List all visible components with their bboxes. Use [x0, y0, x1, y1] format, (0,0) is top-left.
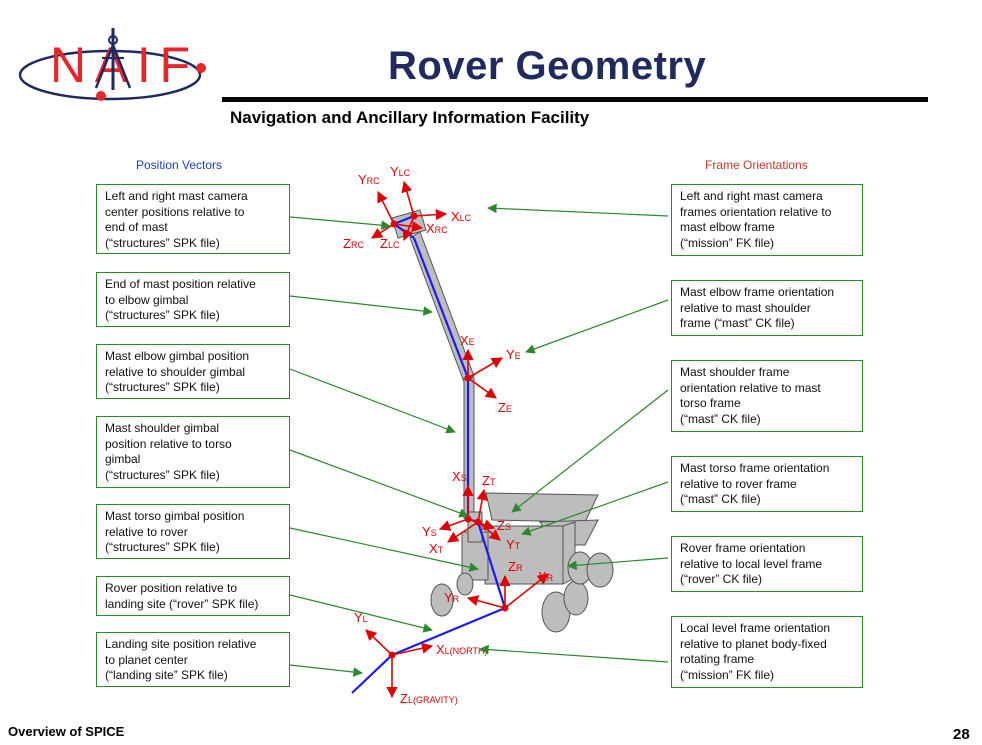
vector-landing-to-planet	[351, 654, 393, 694]
left-box-elbow-gimbal: Mast elbow gimbal position relative to s…	[96, 344, 290, 399]
axis-labels: YRC YLC XLC XRC ZRC ZLC XE YE ZE XS ZT Z…	[343, 164, 554, 706]
label-x-e: XE	[460, 333, 475, 348]
label-y-lc: YLC	[390, 164, 411, 179]
pointer-left-7	[289, 664, 363, 677]
origin-elbow	[464, 374, 472, 382]
label-y-s: YS	[422, 524, 437, 539]
label-z-lc: ZLC	[380, 236, 400, 251]
label-y-r: YR	[444, 590, 460, 605]
logo-compass-top	[108, 35, 118, 45]
pointer-left-6	[289, 594, 433, 633]
pointer-left-4	[289, 449, 469, 518]
vector-mast-end-to-elbow	[412, 237, 470, 379]
label-x-l: XL(NORTH)	[436, 642, 488, 657]
right-column-heading: Frame Orientations	[705, 158, 808, 172]
origin-torso	[474, 518, 482, 526]
origin-right-camera	[390, 220, 398, 228]
left-box-rover-position: Rover position relative to landing site …	[96, 576, 290, 616]
label-y-e: YE	[506, 347, 521, 362]
axis-y-r	[466, 595, 506, 609]
right-box-torso-frame: Mast torso frame orientation relative to…	[671, 456, 863, 512]
page-subtitle: Navigation and Ancillary Information Fac…	[230, 108, 590, 127]
label-z-e: ZE	[498, 400, 512, 415]
rover-wheel-2	[456, 572, 474, 596]
pointer-right-2	[525, 299, 669, 354]
origin-shoulder	[464, 515, 472, 523]
label-z-s: ZS	[497, 518, 511, 533]
axis-x-r	[504, 573, 549, 609]
frame-origins	[388, 212, 509, 659]
pointer-left-2	[289, 295, 433, 316]
pointer-arrows	[289, 203, 669, 677]
label-z-t: ZT	[482, 473, 496, 488]
axis-x-t	[447, 521, 479, 543]
axis-z-t	[476, 488, 488, 523]
left-box-torso-gimbal: Mast torso gimbal position relative to r…	[96, 504, 290, 559]
rover-wheel-6	[586, 552, 614, 588]
pointer-right-5	[567, 557, 669, 571]
left-column-heading: Position Vectors	[136, 158, 223, 172]
axis-y-lc	[401, 180, 415, 217]
label-z-rc: ZRC	[343, 236, 364, 251]
axis-y-l	[365, 629, 393, 656]
label-z-r: ZR	[508, 559, 523, 574]
label-x-s: XS	[452, 469, 467, 484]
logo-planet-dot-bottom	[96, 91, 106, 101]
pointer-right-4	[521, 481, 669, 536]
naif-logo: NAIF	[18, 28, 206, 101]
label-x-r: XR	[538, 569, 554, 584]
axis-z-e	[467, 377, 497, 399]
pointer-right-6	[479, 644, 669, 663]
pointer-left-5	[289, 527, 479, 572]
origin-left-camera	[410, 212, 418, 220]
page-title: Rover Geometry	[388, 44, 707, 88]
left-box-camera-positions: Left and right mast camera center positi…	[96, 184, 290, 254]
logo-planet-dot-right	[196, 63, 206, 73]
label-y-t: YT	[506, 537, 521, 552]
vector-rover-to-landing	[391, 606, 506, 657]
logo-compass-leg-left	[94, 44, 115, 89]
logo-compass-leg-right	[111, 44, 132, 89]
axis-y-s	[438, 518, 469, 531]
axis-z-lc	[402, 215, 415, 242]
pointer-left-3	[289, 368, 456, 434]
origin-landing-site	[388, 651, 396, 659]
pointer-right-3	[511, 389, 669, 513]
axis-x-lc	[413, 209, 448, 221]
right-box-rover-frame: Rover frame orientation relative to loca…	[671, 536, 863, 592]
right-box-shoulder-frame: Mast shoulder frame orientation relative…	[671, 360, 863, 432]
axis-x-rc	[393, 221, 424, 233]
left-box-mast-end: End of mast position relative to elbow g…	[96, 272, 290, 327]
pointer-right-1	[487, 203, 669, 217]
label-x-rc: XRC	[426, 221, 448, 236]
origin-rover	[501, 604, 509, 612]
axis-y-t	[477, 521, 501, 541]
right-box-elbow-frame: Mast elbow frame orientation relative to…	[671, 280, 863, 336]
frame-axes	[365, 180, 549, 699]
vector-torso-to-rover	[476, 521, 507, 609]
footer-label: Overview of SPICE	[8, 724, 125, 739]
page-number: 28	[953, 726, 970, 743]
right-box-camera-frames: Left and right mast camera frames orient…	[671, 184, 863, 256]
axis-y-rc	[377, 190, 395, 225]
label-y-l: YL	[354, 610, 368, 625]
rover-wheel-1	[430, 583, 454, 617]
right-box-local-level-frame: Local level frame orientation relative t…	[671, 616, 863, 688]
rover-wheel-4	[563, 580, 589, 616]
axis-x-l	[391, 642, 434, 656]
pointer-left-1	[289, 216, 391, 231]
position-vectors	[351, 214, 507, 694]
label-z-l: ZL(GRAVITY)	[400, 691, 458, 706]
label-y-rc: YRC	[358, 172, 380, 187]
label-x-lc: XLC	[451, 209, 472, 224]
left-box-shoulder-gimbal: Mast shoulder gimbal position relative t…	[96, 416, 290, 488]
axis-y-e	[467, 357, 503, 379]
rover-body	[430, 492, 614, 633]
label-x-t: XT	[429, 541, 444, 556]
title-rule	[222, 97, 928, 102]
left-box-landing-site: Landing site position relative to planet…	[96, 632, 290, 687]
